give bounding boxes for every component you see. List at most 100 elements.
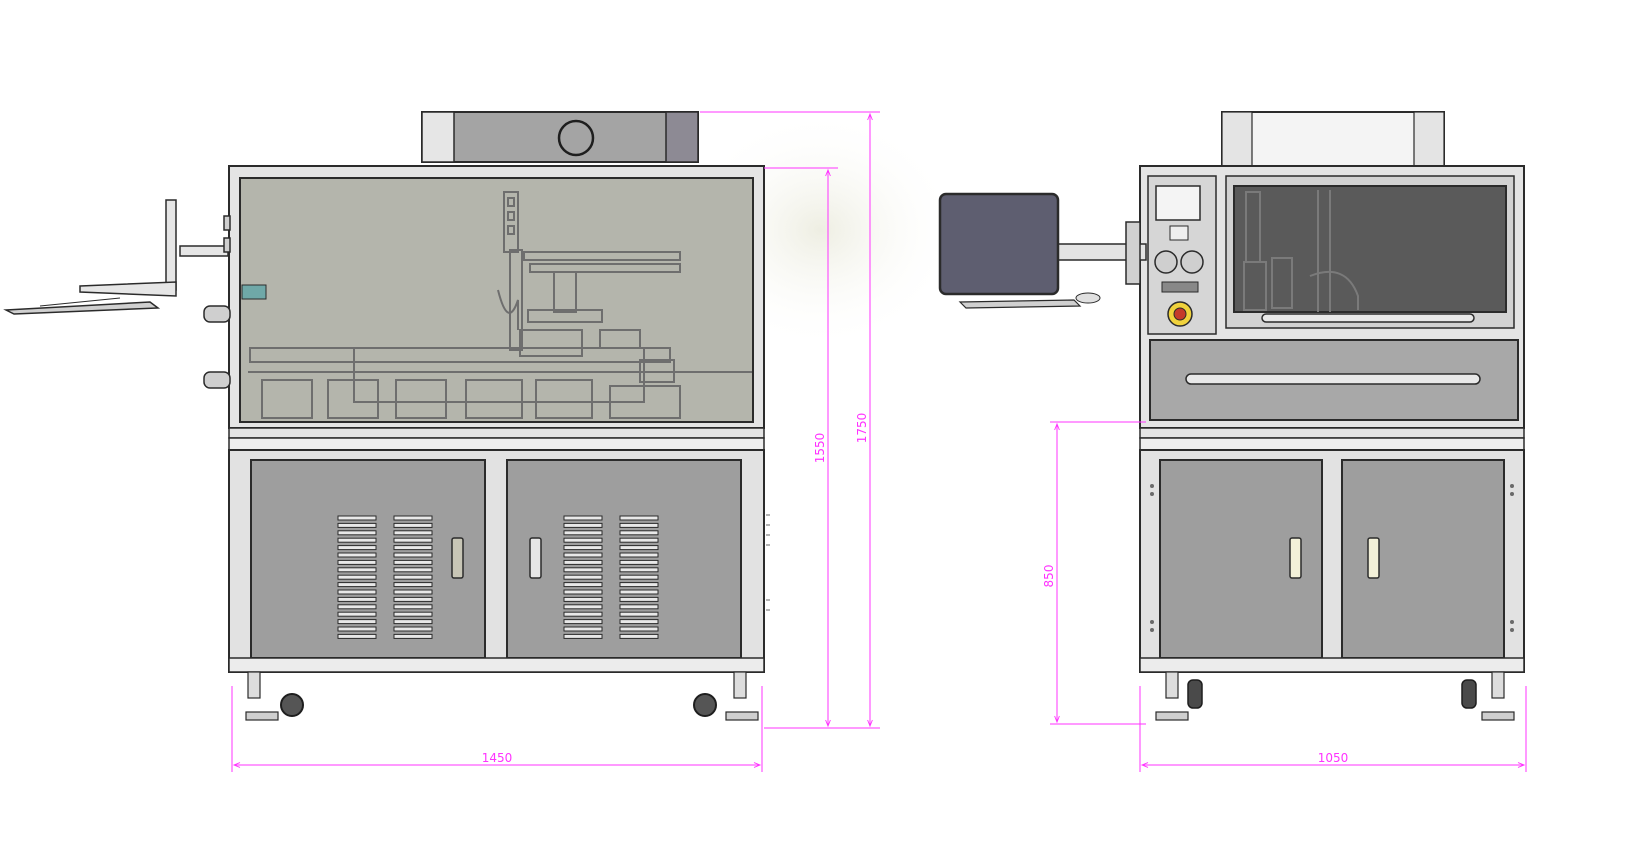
front-side-panel-ribs: [766, 514, 770, 611]
vent-slat: [619, 626, 659, 632]
vent-slat: [393, 567, 433, 573]
caster-wheel-icon: [1187, 679, 1203, 709]
front-vent-grilles: [337, 515, 659, 639]
vent-slat: [619, 552, 659, 558]
side-internal-robot: [1243, 190, 1359, 312]
indicator-light: [241, 284, 267, 300]
vent-slat: [393, 515, 433, 521]
vent-slat: [619, 567, 659, 573]
vent-slat: [619, 611, 659, 617]
vent-slat: [337, 559, 377, 565]
vent-slat: [619, 530, 659, 536]
vent-slat: [393, 633, 433, 639]
vent-slat: [337, 582, 377, 588]
vent-slat: [337, 537, 377, 543]
vent-slat: [393, 619, 433, 625]
door-screws: [1150, 484, 1514, 632]
dimension-front-width: 1450: [482, 751, 513, 765]
dimension-labels: 1450 1550 1750 1050 850: [482, 413, 1349, 765]
vent-slat: [337, 545, 377, 551]
gauge-icon: [1154, 250, 1178, 274]
vent-slat: [619, 633, 659, 639]
keyboard-tray: [958, 299, 1082, 309]
front-side-knobs: [203, 215, 231, 389]
vent-slat: [563, 537, 603, 543]
keyboard-tray: [3, 301, 161, 315]
vent-slat: [393, 552, 433, 558]
vent-slat: [337, 530, 377, 536]
vent-slat: [619, 515, 659, 521]
vent-slat: [563, 589, 603, 595]
vent-slat: [619, 582, 659, 588]
gauge-icon: [1155, 185, 1201, 221]
side-view: [938, 111, 1525, 721]
front-upper-chamber: [228, 165, 765, 429]
vent-slat: [337, 633, 377, 639]
vent-slat: [619, 619, 659, 625]
window-handle-bar: [1261, 313, 1475, 323]
fan-icon: [557, 119, 595, 157]
dimension-side-height: 850: [1042, 565, 1056, 588]
vent-slat: [619, 537, 659, 543]
front-casters: [245, 671, 759, 721]
vent-slat: [337, 567, 377, 573]
vent-slat: [563, 559, 603, 565]
vent-slat: [337, 589, 377, 595]
front-cabinet: [228, 449, 765, 673]
vent-slat: [563, 522, 603, 528]
caster-wheel-icon: [1461, 679, 1477, 709]
vent-slat: [393, 604, 433, 610]
side-cabinet: [1139, 449, 1525, 673]
side-window: [1233, 185, 1507, 313]
door-handle-left: [1289, 537, 1302, 579]
front-monitor-arm: [3, 199, 229, 315]
vent-slat: [563, 626, 603, 632]
vent-slat: [337, 552, 377, 558]
front-gantry-robot: [248, 191, 752, 419]
side-casters: [1155, 671, 1515, 721]
vent-slat: [563, 530, 603, 536]
vent-slat: [619, 604, 659, 610]
vent-slat: [563, 633, 603, 639]
gauge-icon: [1180, 250, 1204, 274]
vent-slat: [337, 604, 377, 610]
side-top-hood: [1221, 111, 1445, 167]
mouse-icon: [1075, 292, 1101, 304]
vent-slat: [337, 522, 377, 528]
caster-wheel-icon: [693, 693, 717, 717]
dimension-side-width: 1050: [1318, 751, 1349, 765]
drawer-handle-bar: [1185, 373, 1481, 385]
dimension-lines: [231, 111, 1527, 772]
vent-slat: [563, 567, 603, 573]
side-control-panel: [1147, 175, 1217, 335]
door-handle-left: [451, 537, 464, 579]
vent-slat: [563, 515, 603, 521]
door-handle-right: [1367, 537, 1380, 579]
front-cabinet-door-right: [506, 459, 742, 659]
vent-slat: [337, 596, 377, 602]
vent-slat: [337, 515, 377, 521]
front-cabinet-door-left: [250, 459, 486, 659]
vent-slat: [393, 611, 433, 617]
vent-slat: [619, 589, 659, 595]
vent-slat: [393, 589, 433, 595]
vent-slat: [393, 626, 433, 632]
vent-slat: [563, 619, 603, 625]
monitor-screen: [938, 192, 1060, 296]
vent-slat: [619, 559, 659, 565]
side-cabinet-door-right: [1341, 459, 1505, 659]
vent-slat: [563, 596, 603, 602]
caster-wheel-icon: [280, 693, 304, 717]
dimension-front-height-inner: 1550: [813, 433, 827, 464]
vent-slat: [619, 574, 659, 580]
vent-slat: [393, 574, 433, 580]
vent-slat: [393, 545, 433, 551]
vent-slat: [393, 537, 433, 543]
front-view: [3, 111, 770, 721]
vent-slat: [393, 522, 433, 528]
vent-slat: [337, 619, 377, 625]
front-top-hood: [421, 111, 699, 163]
vent-slat: [337, 611, 377, 617]
vent-slat: [619, 596, 659, 602]
